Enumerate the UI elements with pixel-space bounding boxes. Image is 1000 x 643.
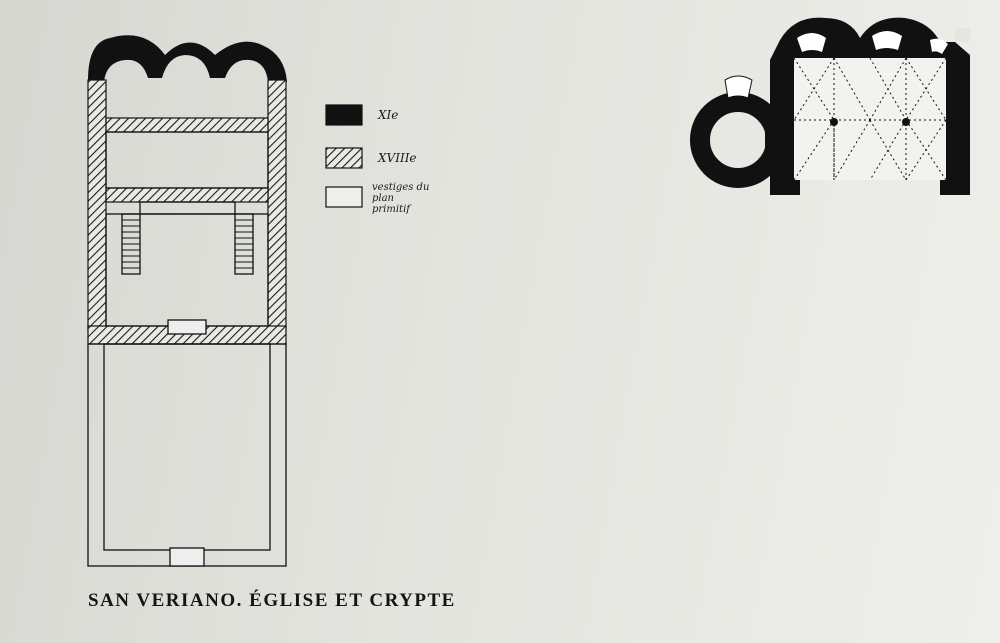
legend-label-primitive: vestiges du plan primitif [372,182,430,215]
stairs [122,219,253,269]
legend-swatch-xi [325,104,363,126]
lower-nave [87,343,287,567]
crypt-plan [690,17,970,196]
legend-swatch-primitive [325,186,363,208]
legend-label-xviii: XVIIIe [378,151,417,165]
legend-swatch-xviii [325,147,363,169]
figure-caption: SAN VERIANO. ÉGLISE ET CRYPTE [88,590,456,611]
upper-details [105,131,269,335]
hatched-walls [87,79,287,345]
apses [88,35,287,82]
legend-label-xi: XIe [378,108,399,122]
legend [325,104,363,208]
